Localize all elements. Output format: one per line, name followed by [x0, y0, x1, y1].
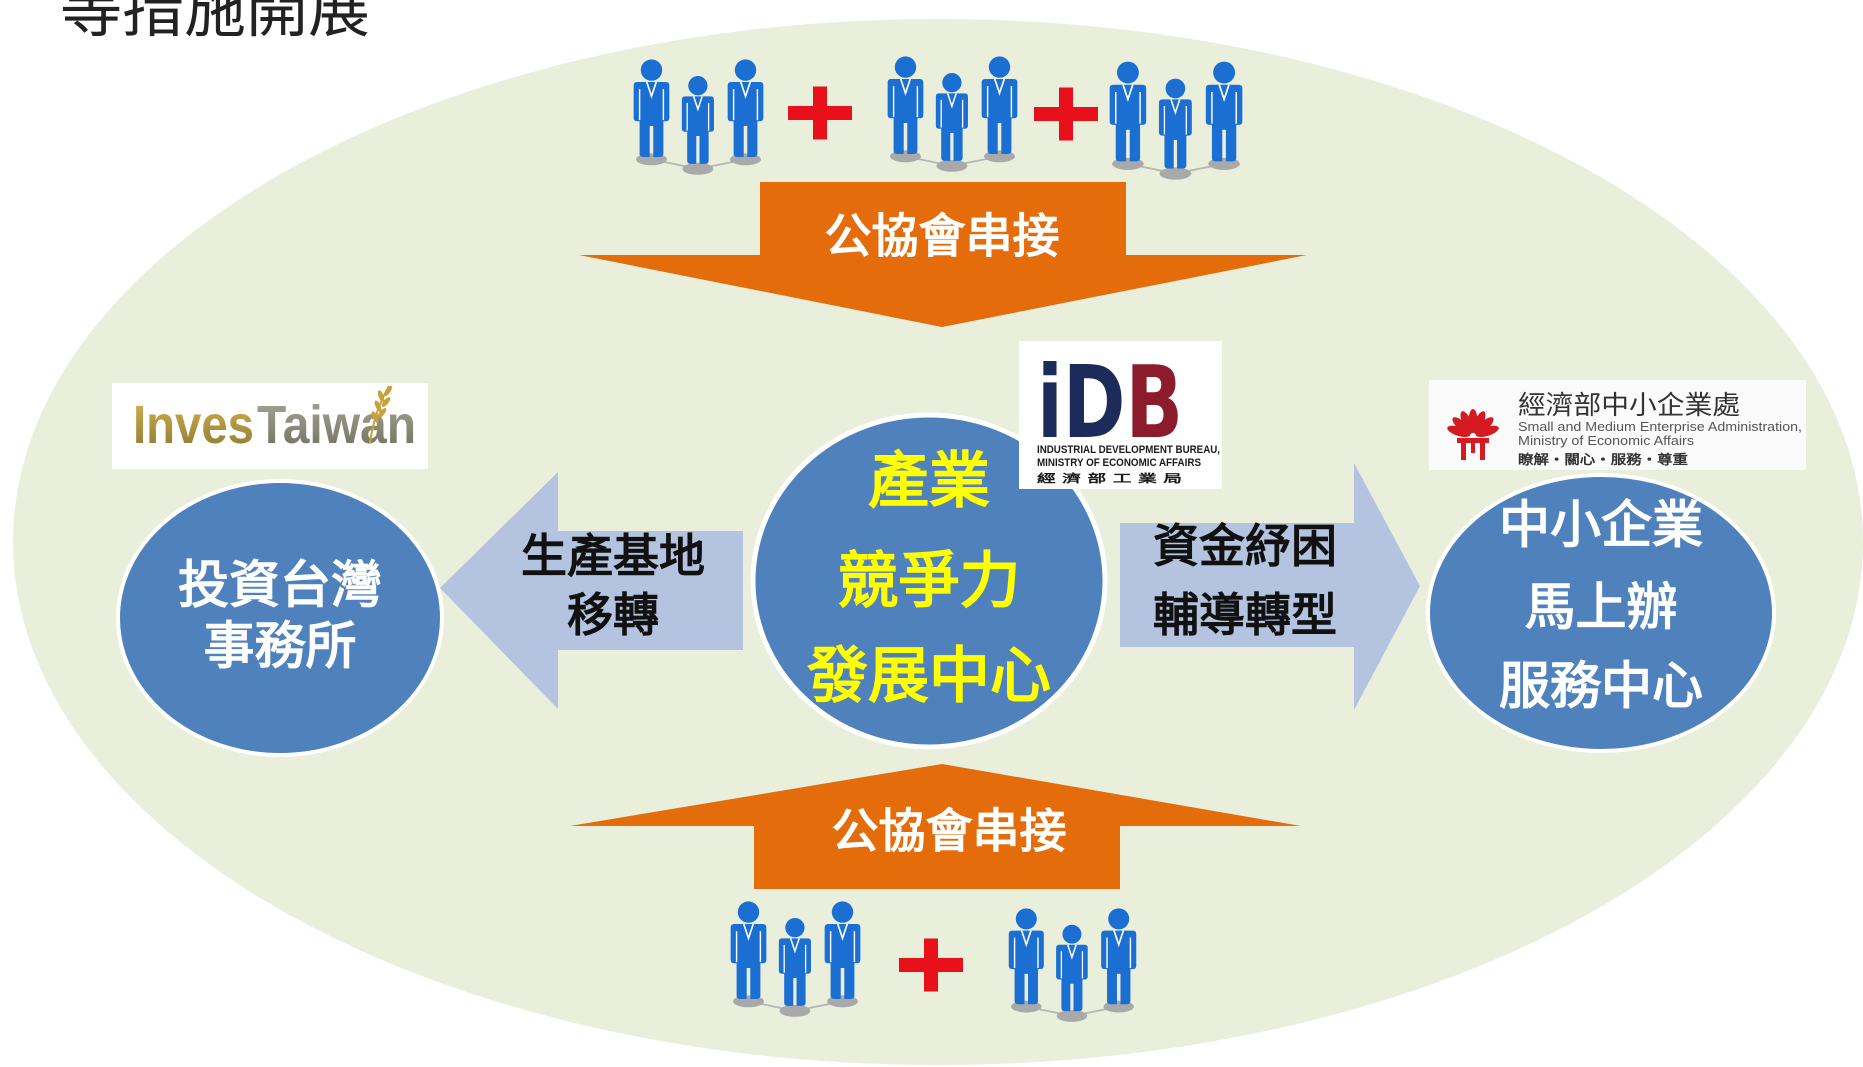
right-arrow-label-line2: 輔導轉型 [1153, 588, 1337, 642]
sme-logo-zh-name: 經濟部中小企業處 [1518, 391, 1740, 421]
sme-emblem-icon [1447, 409, 1499, 460]
sme-logo-en-line1: Small and Medium Enterprise Administrati… [1518, 419, 1802, 434]
bottom-arrow [570, 764, 1301, 889]
idb-logo-mark: iDB [1037, 344, 1183, 461]
sme-emblem-pillar [1471, 443, 1475, 453]
sme-logo: 經濟部中小企業處 Small and Medium Enterprise Adm… [1429, 380, 1806, 470]
sme-emblem-petal [1475, 425, 1499, 438]
bottom-arrow-label: 公協會串接 [832, 805, 1067, 860]
center-node [750, 412, 1108, 750]
center-node-label-line2: 競爭力 [837, 546, 1020, 617]
left-node-label-line1: 投資台灣 [178, 557, 382, 616]
center-node-label-line3: 發展中心 [806, 641, 1051, 712]
idb-logo-zh-line: 經 濟 部 工 業 局 [1037, 471, 1182, 485]
sme-emblem-pillar [1480, 443, 1485, 460]
page-heading: 等措施開展 [60, 0, 370, 46]
idb-logo-mark-right: B [1125, 344, 1183, 461]
wheat-grain [377, 390, 385, 402]
sme-emblem-petal [1472, 411, 1486, 434]
right-node-label-line2: 馬上辦 [1524, 579, 1677, 638]
left-arrow-label-line2: 移轉 [567, 588, 659, 642]
left-arrow-label-line1: 生產基地 [521, 529, 705, 583]
right-node-label-line3: 服務中心 [1499, 658, 1703, 717]
wheat-grain [374, 400, 382, 412]
left-node-label-line2: 事務所 [203, 618, 356, 677]
right-arrow-label-line1: 資金紓困 [1153, 519, 1337, 573]
right-node [1426, 473, 1776, 753]
sme-emblem-petal [1447, 425, 1471, 438]
sme-emblem-beam [1457, 438, 1489, 443]
wheat-grain [383, 385, 393, 397]
sme-logo-motto: 瞭解・關心・服務・尊重 [1518, 452, 1688, 468]
top-arrow-label: 公協會串接 [825, 210, 1060, 265]
invest-taiwan-logo-part1: Inves [133, 395, 254, 455]
idb-logo-mark-left: iD [1037, 344, 1125, 461]
wheat-icon [369, 385, 393, 444]
wheat-grain [381, 397, 391, 407]
sme-logo-background [1429, 380, 1806, 470]
top-arrow [579, 182, 1307, 327]
center-node-label-line1: 產業 [868, 446, 990, 517]
left-arrow [440, 472, 743, 709]
idb-logo-en-line1: INDUSTRIAL DEVELOPMENT BUREAU, [1037, 444, 1220, 456]
invest-taiwan-logo: Inves Taiwan [112, 383, 428, 469]
right-arrow [1120, 463, 1420, 710]
sme-logo-en-line2: Ministry of Economic Affairs [1518, 433, 1695, 448]
left-node [116, 479, 444, 757]
idb-logo-background [1019, 341, 1222, 489]
wheat-grain [377, 408, 387, 418]
invest-taiwan-logo-part2: Taiwan [257, 395, 416, 455]
idb-logo: iDB INDUSTRIAL DEVELOPMENT BUREAU, MINIS… [1019, 341, 1222, 489]
sme-emblem-pillar [1461, 443, 1466, 460]
wheat-grain [371, 411, 379, 423]
idb-logo-en-line2: MINISTRY OF ECONOMIC AFFAIRS [1037, 457, 1201, 469]
invest-taiwan-logo-background [112, 383, 428, 469]
right-node-label-line1: 中小企業 [1499, 497, 1703, 556]
